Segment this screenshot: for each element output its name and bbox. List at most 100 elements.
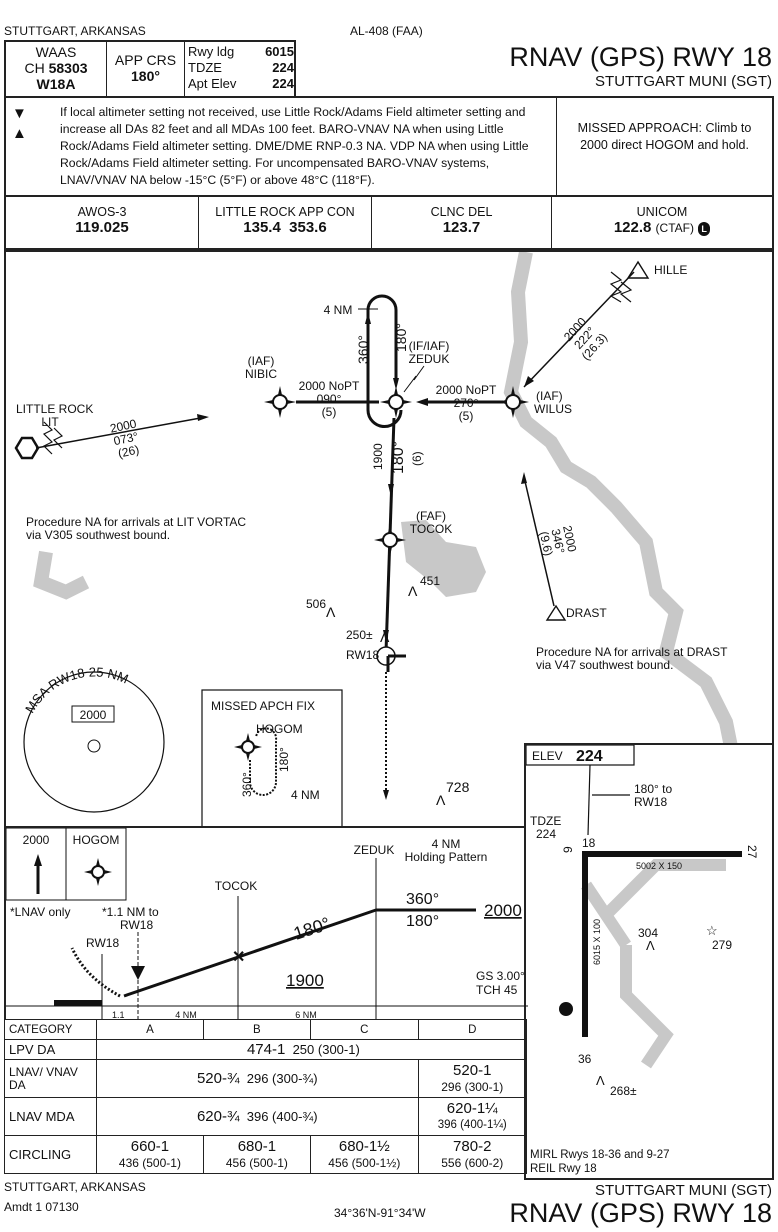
msa-alt-box [71, 705, 115, 723]
obstacle-icon: Λ [436, 792, 446, 808]
msa-center-icon [87, 739, 101, 753]
missed-apch-fix-title: MISSED APCH FIX [211, 699, 315, 713]
comms-strip: AWOS-3 119.025 LITTLE ROCK APP CON 135.4… [4, 195, 774, 250]
zeduk-waypoint-icon [380, 386, 412, 418]
river-shape [503, 252, 763, 828]
hold-arrow-up [365, 312, 371, 324]
wilus-waypoint-icon [497, 386, 529, 418]
hold-out-course: 360° [355, 335, 371, 364]
hold-leg-label: 4 NM [324, 303, 353, 317]
footer-title: RNAV (GPS) RWY 18 [509, 1198, 772, 1228]
hille-route-line [523, 271, 635, 388]
hold-in-course: 180° [393, 323, 409, 352]
lnav-label: LNAV MDA [4, 1097, 97, 1136]
lnav-d-sub: 396 (400-1¼) [437, 1118, 507, 1131]
drast-note-line2: via V47 southwest bound. [536, 658, 673, 672]
mirl-note: MIRL Rwys 18-36 and 9-27 [530, 1149, 670, 1161]
table-row: CATEGORY A B C D [4, 1019, 775, 1040]
runway-9-27 [582, 851, 742, 857]
missed-approach-text: MISSED APPROACH: Climb to 2000 direct HO… [556, 98, 772, 195]
comm-freq: 135.4 353.6 [243, 219, 327, 236]
lit-route-crs: 073° [112, 429, 139, 448]
tocok-faf: (FAF) [416, 509, 446, 523]
zeduk-leader [403, 365, 425, 393]
reil-note: REIL Rwy 18 [530, 1163, 597, 1175]
ma-icon-box-2 [65, 828, 127, 901]
final-alt: 1900 [371, 443, 385, 470]
final-arrow-2 [383, 630, 389, 642]
crs-note-line2: RW18 [634, 795, 667, 809]
rwy-18-36-dims: 6015 X 100 [592, 919, 602, 965]
profile-tch: TCH 45 [476, 983, 518, 997]
alternate-minimums-icon: ▲ [12, 125, 27, 142]
lpv-minimums-sub: 250 (300-1) [292, 1042, 360, 1057]
drast-route-alt: 2000 [560, 524, 579, 553]
nibic-waypoint-icon [264, 386, 296, 418]
runway-18-36 [582, 851, 588, 1037]
lnav-vnav-label: LNAV/ VNAV [9, 1064, 78, 1079]
cat-b-header: B [202, 1019, 311, 1040]
ma-fix: HOGOM [73, 833, 120, 847]
beacon-icon: ☆ [706, 923, 718, 938]
tdze-label: TDZE [530, 814, 561, 828]
profile-gs: GS 3.00° [476, 969, 525, 983]
nibic-route-dist: (5) [322, 405, 337, 419]
obstacle-icon: Λ [326, 604, 336, 620]
airport-name: STUTTGART MUNI (SGT) [595, 73, 772, 90]
lnav-vnav-suffix: DA [9, 1077, 26, 1092]
hogom-fix-icon [84, 858, 112, 886]
wilus-route-arrow [416, 398, 428, 406]
obstacle-728: 728 [446, 779, 470, 795]
circling-d-minimums: 780-2 [453, 1137, 492, 1155]
notes-box: ▼ ▲ If local altimeter setting not recei… [4, 96, 774, 195]
tdze-value: 224 [272, 60, 294, 75]
chart-id: AL-408 (FAA) [350, 24, 423, 38]
vdp-note-2: RW18 [120, 918, 153, 932]
waas-channel: 58303 [48, 60, 88, 76]
rw18-label: RW18 [346, 648, 379, 662]
elev-label: ELEV [532, 749, 563, 763]
rwy-18-label: 18 [582, 836, 596, 850]
missed-apch-fix-name: HOGOM [256, 722, 303, 736]
hille-route-arrow [524, 376, 534, 387]
cat-c-header: C [309, 1019, 419, 1040]
obstacle-icon: Λ [596, 1073, 605, 1088]
lit-note-line2: via V305 southwest bound. [26, 528, 170, 542]
apt-elev-label: Apt Elev [188, 76, 237, 91]
drast-route-line [523, 476, 555, 607]
glidepath-line [123, 908, 377, 998]
footer-coordinates: 34°36'N-91°34'W [334, 1206, 426, 1220]
wilus-iaf: (IAF) [536, 389, 563, 403]
obstacle-icon: Λ [646, 938, 655, 953]
circling-b-sub: 456 (500-1) [225, 1155, 288, 1170]
category-header: CATEGORY [4, 1019, 97, 1040]
obstacle-icon: Λ [380, 629, 390, 645]
profile-final-crs: 180° [291, 913, 333, 944]
circling-a-sub: 436 (500-1) [118, 1155, 181, 1170]
tdze-label: TDZE [188, 60, 222, 75]
comm-name: LITTLE ROCK APP CON [215, 205, 355, 219]
circling-c-sub: 456 (500-1½) [328, 1155, 401, 1170]
holding-1: 4 NM [432, 837, 461, 851]
comm-clnc-del: CLNC DEL 123.7 [372, 197, 552, 248]
nibic-iaf: (IAF) [248, 354, 275, 368]
lit-ident: LIT [41, 415, 59, 429]
rwy-36-label: 36 [578, 1052, 592, 1066]
comm-unicom: UNICOM 122.8 (CTAF) L [552, 197, 772, 248]
plan-view-drawing: HILLE 2000 222° (26.3) LITTLE ROCK LIT 2… [14, 252, 763, 828]
nibic-route-crs: 090° [317, 392, 342, 406]
hille-label: HILLE [654, 263, 687, 277]
circling-label: CIRCLING [4, 1135, 97, 1174]
lit-route-arrow [197, 414, 209, 421]
profile-hold-out: 360° [406, 891, 439, 908]
airport-diagram: ELEV 224 180° to RW18 TDZE 224 18 9 27 5… [524, 743, 774, 1180]
missed-apch-hold [249, 727, 278, 796]
lit-note-line1: Procedure NA for arrivals at LIT VORTAC [26, 515, 246, 529]
comm-name: CLNC DEL [430, 205, 493, 219]
cat-d-header: D [417, 1019, 527, 1040]
final-arrow-1 [388, 484, 394, 497]
taxiway [581, 859, 726, 1069]
